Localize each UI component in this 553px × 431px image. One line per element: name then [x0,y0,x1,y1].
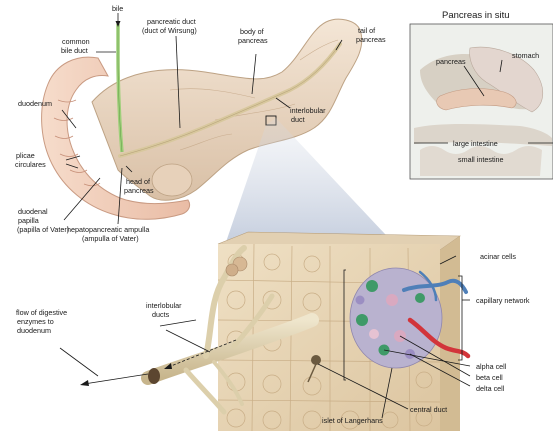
label-interlobular-duct-2: duct [291,115,305,124]
inset-label-pancreas: pancreas [436,57,466,66]
label-head-2: pancreas [124,186,154,195]
label-interlobular-duct-1: interlobular [290,106,326,115]
label-papilla-3: (papilla of Vater) [17,225,69,234]
label-tail-1: tail of [358,26,375,35]
central-duct [311,355,321,365]
label-pancreatic-duct-2: (duct of Wirsung) [142,26,197,35]
label-flow-3: duodenum [17,326,51,335]
label-central-duct: central duct [410,405,447,414]
label-interlobular-ducts-2: ducts [152,310,170,319]
beta-cell [386,294,398,306]
label-capillary-network: capillary network [476,296,530,305]
label-duodenum: duodenum [18,99,52,108]
label-papilla-2: papilla [18,216,39,225]
label-delta-cell: delta cell [476,384,505,393]
label-papilla-1: duodenal [18,207,48,216]
flow-arrow [84,374,148,384]
label-ampulla-2: (ampulla of Vater) [82,234,139,243]
label-beta-cell: beta cell [476,373,503,382]
beta-cell [369,329,379,339]
label-ampulla-1: hepatopancreatic ampulla [67,225,149,234]
label-pancreatic-duct-1: pancreatic duct [147,17,196,26]
label-acinar-cells: acinar cells [480,252,516,261]
inset-label-large-intestine: large intestine [453,139,498,148]
delta-cell [356,296,365,305]
label-bile: bile [112,4,123,13]
label-flow-2: enzymes to [17,317,54,326]
label-islet-of-langerhans: islet of Langerhans [322,416,383,425]
label-tail-2: pancreas [356,35,386,44]
label-alpha-cell: alpha cell [476,362,507,371]
label-common-bile-duct-2: bile duct [61,46,88,55]
label-head-1: head of [126,177,150,186]
alpha-cell [356,314,368,326]
duct-opening [148,368,160,384]
inset-label-stomach: stomach [512,51,539,60]
label-common-bile-duct-1: common [62,37,90,46]
inset-label-small-intestine: small intestine [458,155,504,164]
alpha-cell [366,280,378,292]
label-plicae-1: plicae [16,151,35,160]
label-interlobular-ducts-1: interlobular [146,301,182,310]
inset-pancreas-in-situ: Pancreas in situ pancreas stomach large … [410,10,553,179]
label-body-1: body of [240,27,264,36]
label-flow-1: flow of digestive [16,308,67,317]
tissue-block [218,232,468,431]
inset-title: Pancreas in situ [442,10,510,21]
label-plicae-2: circulares [15,160,46,169]
label-body-2: pancreas [238,36,268,45]
pancreas-head [152,164,192,196]
alpha-cell [415,293,425,303]
